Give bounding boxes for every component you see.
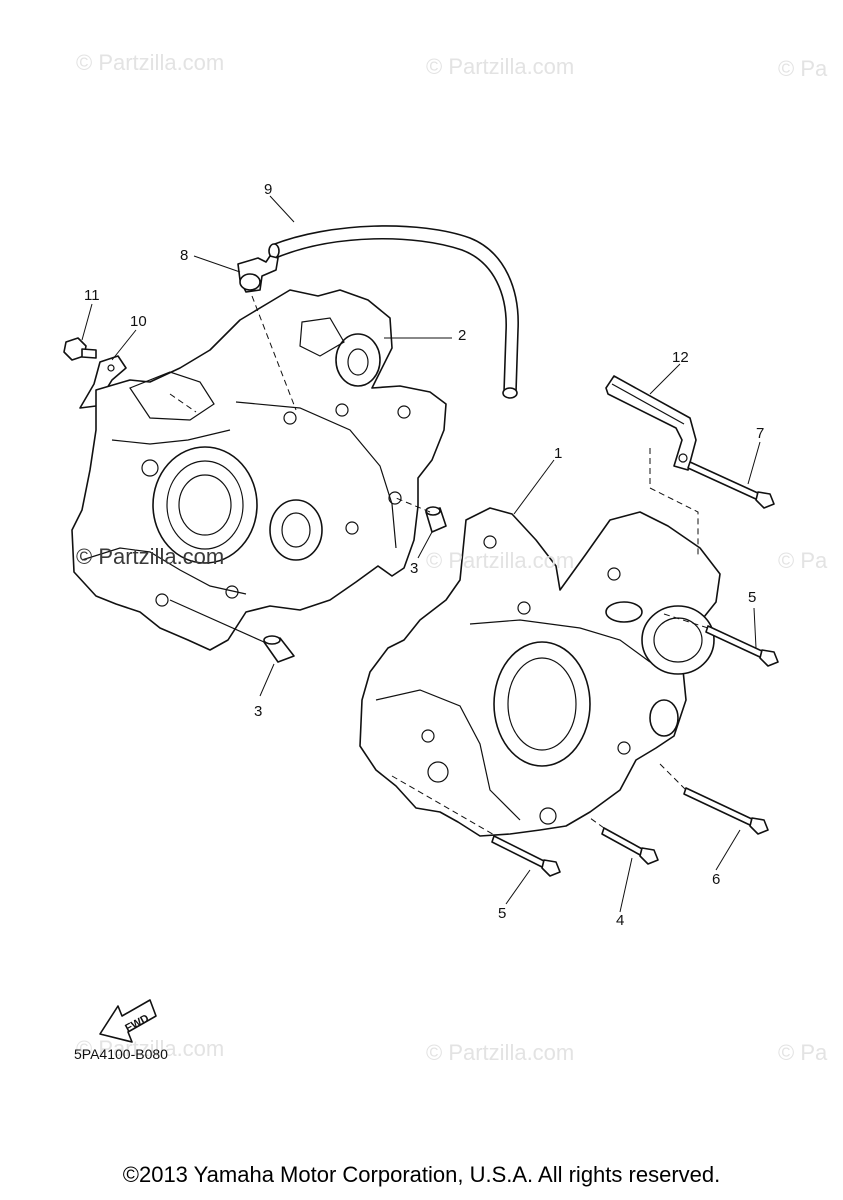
watermark-r3-c: © Pa (778, 1040, 828, 1065)
callout-4: 4 (616, 912, 624, 929)
dowel-pin-part-3-lower (263, 635, 295, 663)
callout-12: 12 (672, 349, 689, 366)
callout-10: 10 (130, 313, 147, 330)
bolt-part-7 (687, 461, 775, 509)
callout-9: 9 (264, 181, 272, 198)
bolt-part-6 (683, 787, 769, 835)
alignment-dashed-lines (169, 295, 709, 837)
bolt-part-5-lower (491, 835, 561, 877)
hose-elbow-part-8 (237, 255, 279, 293)
copyright-notice: ©2013 Yamaha Motor Corporation, U.S.A. A… (122, 1162, 721, 1187)
crankcase-right-part-1 (359, 507, 721, 837)
watermark-r1-a: © Partzilla.com (76, 50, 225, 75)
callout-1: 1 (554, 445, 562, 462)
callout-8: 8 (180, 247, 188, 264)
bolt-part-11 (63, 337, 97, 361)
bolt-part-4 (601, 827, 659, 865)
dowel-pin-part-3-upper (425, 506, 447, 533)
bracket-part-12 (605, 375, 697, 471)
crankcase-left-part-2 (71, 289, 447, 651)
watermark-r2-c: © Pa (778, 548, 828, 573)
callout-numbers: 9 8 11 10 2 12 7 1 3 5 3 6 5 4 (84, 181, 764, 929)
watermark-r2-b: © Partzilla.com (426, 548, 575, 573)
callout-11: 11 (84, 287, 100, 304)
callout-3-upper: 3 (410, 560, 418, 577)
watermark-r3-a: © Partzilla.com (76, 1036, 225, 1061)
diagram-code: 5PA4100-B080 (74, 1046, 168, 1062)
callout-7: 7 (756, 425, 764, 442)
watermark-r1-c: © Pa (778, 56, 828, 81)
callout-2: 2 (458, 327, 466, 344)
callout-6: 6 (712, 871, 720, 888)
breather-hose-part-9 (268, 225, 519, 399)
callout-3-lower: 3 (254, 703, 262, 720)
bolt-part-5-upper (705, 625, 779, 667)
callout-5-upper: 5 (748, 589, 756, 606)
watermark-r3-b: © Partzilla.com (426, 1040, 575, 1065)
leader-lines (81, 195, 761, 913)
watermark-r2-a: © Partzilla.com (76, 544, 225, 569)
callout-5-lower: 5 (498, 905, 506, 922)
watermark-r1-b: © Partzilla.com (426, 54, 575, 79)
